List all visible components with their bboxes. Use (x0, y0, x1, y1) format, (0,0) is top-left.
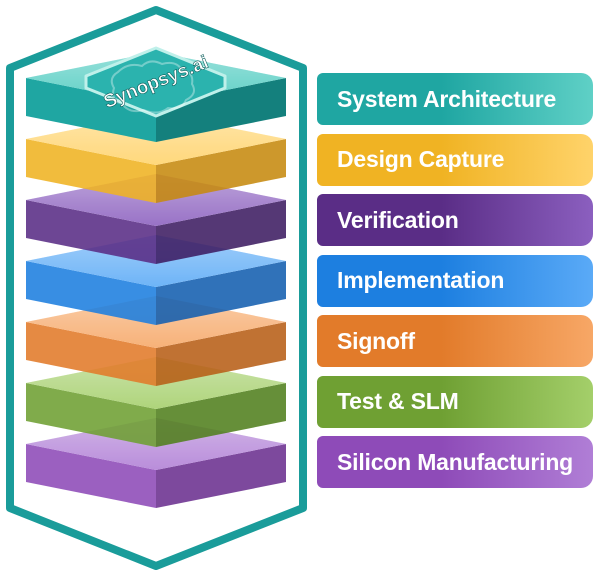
layer-left-face (26, 139, 156, 203)
layer-label-bar: Design Capture (317, 133, 593, 186)
layer-label-text: Test & SLM (337, 388, 459, 414)
stack-layers (26, 52, 286, 508)
layer-label-bar: Signoff (317, 315, 593, 367)
layer-label-bar: Test & SLM (317, 375, 593, 428)
layer-right-face (156, 78, 286, 142)
layer-right-face (156, 444, 286, 508)
layer-left-face (26, 200, 156, 264)
layer-left-face (26, 444, 156, 508)
layer-label-bar: Verification (317, 194, 593, 246)
layer-left-face (26, 322, 156, 386)
layer-label-text: Implementation (337, 267, 505, 293)
layer-right-face (156, 322, 286, 386)
layer-label-text: Verification (337, 206, 459, 233)
brain-icon (110, 60, 195, 114)
layer-left-face (26, 383, 156, 447)
hexagon-frame (6, 6, 307, 570)
logo-hexagon (84, 46, 227, 118)
layer-left-face (26, 78, 156, 142)
layer-label-bar: Silicon Manufacturing (317, 436, 593, 488)
layer-label-bar: Implementation (317, 254, 593, 307)
layer-label-text: Signoff (337, 327, 415, 354)
layer-right-face (156, 261, 286, 325)
layer-right-face (156, 200, 286, 264)
layer-left-face (26, 261, 156, 325)
layer-right-face (156, 383, 286, 447)
layer-label-text: Silicon Manufacturing (337, 448, 574, 475)
layer-label-text: System Architecture (337, 85, 557, 112)
layer-label-bar: System Architecture (317, 73, 593, 125)
layer-label-text: Design Capture (337, 146, 505, 172)
layer-right-face (156, 139, 286, 203)
